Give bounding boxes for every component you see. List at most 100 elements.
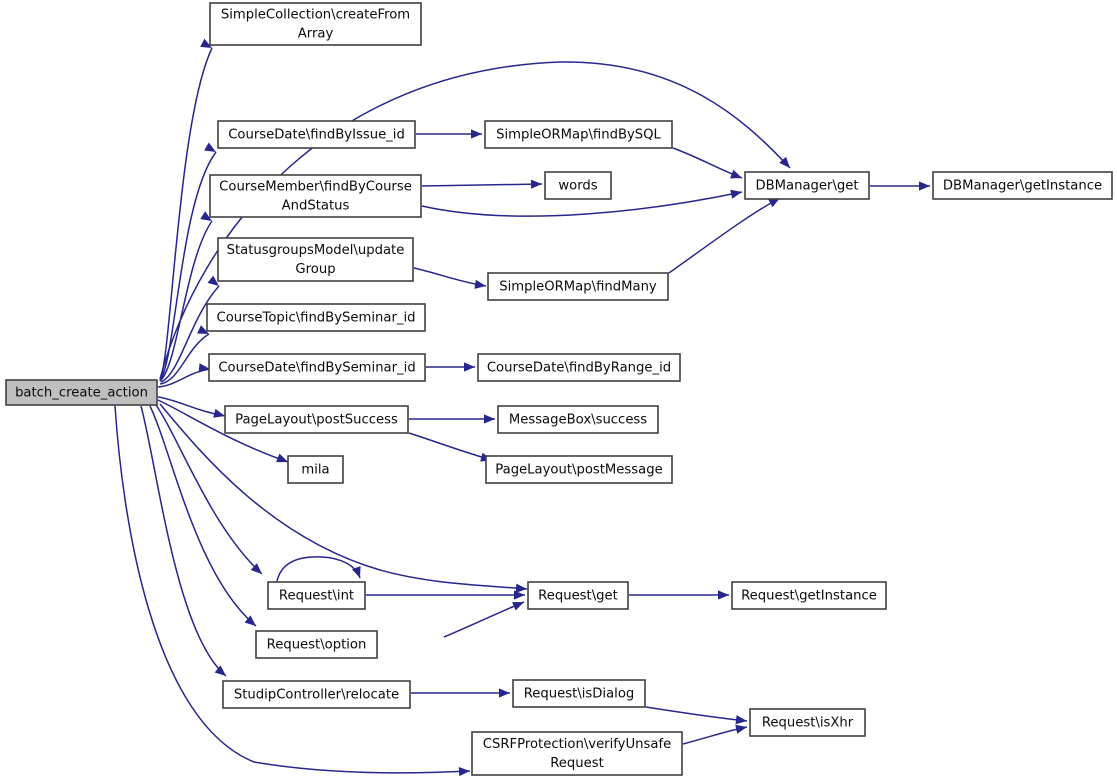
node-box[interactable] — [749, 708, 866, 737]
arrowhead-icon — [718, 590, 729, 600]
node-box[interactable] — [497, 405, 659, 434]
node-box[interactable] — [477, 353, 681, 382]
edge-batch_create_action-to-mila — [157, 399, 289, 463]
node-mila[interactable]: mila — [287, 455, 344, 484]
edge-batch_create_action-to-coursedate_findbyissue_id — [159, 142, 217, 382]
arrowhead-icon — [730, 169, 742, 179]
arrowhead-icon — [515, 583, 527, 593]
node-box[interactable] — [544, 171, 612, 200]
edge-request_get-to-request_getinstance — [629, 590, 729, 600]
edge-line — [155, 404, 263, 575]
edge-simpleormap_findbysql-to-dbmanager_get — [672, 147, 743, 179]
node-box[interactable] — [932, 171, 1113, 200]
node-box[interactable] — [209, 174, 422, 218]
node-batch_create_action[interactable]: batch_create_action — [5, 379, 158, 406]
arrowhead-icon — [204, 142, 216, 152]
edge-line — [159, 61, 791, 380]
node-coursedate_findbyrange_id[interactable]: CourseDate\findByRange_id — [477, 353, 681, 382]
arrowhead-icon — [213, 408, 225, 418]
node-box[interactable] — [485, 455, 673, 484]
arrowhead-icon — [200, 211, 212, 221]
arrowhead-icon — [464, 362, 475, 372]
edge-line — [276, 556, 361, 582]
edge-request_int-to-request_int — [276, 556, 361, 582]
edge-line — [413, 267, 487, 287]
nodes-layer: batch_create_action SimpleCollection\crea… — [5, 2, 1113, 776]
edge-pagelayout_postsuccess-to-pagelayout_postmessage — [408, 432, 493, 462]
edge-line — [668, 197, 781, 274]
edge-batch_create_action-to-request_option — [149, 405, 257, 627]
node-simpleormap_findmany[interactable]: SimpleORMap\findMany — [487, 272, 669, 301]
arrowhead-icon — [474, 279, 486, 289]
node-messagebox_success[interactable]: MessageBox\success — [497, 405, 659, 434]
arrowhead-icon — [768, 198, 780, 208]
edge-line — [140, 405, 227, 677]
arrowhead-icon — [250, 563, 262, 574]
edge-simpleormap_findmany-to-dbmanager_get — [668, 197, 781, 274]
node-box[interactable] — [208, 353, 426, 382]
edge-line — [159, 333, 210, 385]
arrowhead-icon — [214, 665, 226, 676]
node-pagelayout_postsuccess[interactable]: PageLayout\postSuccess — [224, 405, 409, 434]
edge-line — [443, 601, 525, 638]
node-box[interactable] — [255, 630, 378, 659]
arrowhead-icon — [197, 325, 209, 334]
node-request_isdialog[interactable]: Request\isDialog — [512, 679, 646, 708]
node-box[interactable] — [487, 272, 669, 301]
node-box[interactable] — [217, 237, 414, 282]
node-coursedate_findbyseminar_id[interactable]: CourseDate\findBySeminar_id — [208, 353, 426, 382]
node-simpleormap_findbysql[interactable]: SimpleORMap\findBySQL — [484, 120, 673, 149]
node-request_int[interactable]: Request\int — [267, 581, 366, 610]
node-box[interactable] — [287, 455, 344, 484]
node-words[interactable]: words — [544, 171, 612, 200]
node-coursetopic_findbyseminar_id[interactable]: CourseTopic\findBySeminar_id — [206, 303, 426, 332]
node-request_option[interactable]: Request\option — [255, 630, 378, 659]
arrowhead-icon — [735, 724, 747, 734]
node-box[interactable] — [527, 581, 629, 610]
edge-statusgroupsmodel_updategroup-to-simpleormap_findmany — [413, 267, 487, 289]
edge-line — [114, 405, 471, 774]
node-request_get[interactable]: Request\get — [527, 581, 629, 610]
edge-request_isdialog-to-request_isxhr — [645, 706, 748, 725]
arrowhead-icon — [512, 602, 524, 611]
node-box[interactable] — [224, 405, 409, 434]
node-box[interactable] — [512, 679, 646, 708]
edge-request_option-to-request_get — [443, 601, 525, 638]
node-box[interactable] — [731, 581, 887, 610]
node-box[interactable] — [206, 303, 426, 332]
node-dbmanager_get[interactable]: DBManager\get — [744, 171, 870, 200]
arrowhead-icon — [514, 590, 525, 600]
node-box-current[interactable] — [5, 379, 158, 406]
arrowhead-icon — [779, 156, 790, 168]
edge-dbmanager_get-to-dbmanager_getinstance — [870, 181, 930, 191]
node-box[interactable] — [222, 680, 411, 709]
arrowhead-icon — [244, 615, 256, 626]
arrowhead-icon — [458, 766, 470, 777]
edge-line — [421, 191, 743, 217]
node-pagelayout_postmessage[interactable]: PageLayout\postMessage — [485, 455, 673, 484]
edge-batch_create_action-to-statusgroupsmodel_updategroup — [160, 275, 220, 383]
arrowhead-icon — [276, 453, 288, 463]
edge-line — [159, 47, 213, 382]
edge-batch_create_action-to-csrfprotection_verifyunsaferequest — [114, 405, 471, 777]
node-box[interactable] — [209, 2, 422, 46]
node-dbmanager_getinstance[interactable]: DBManager\getInstance — [932, 171, 1113, 200]
arrowhead-icon — [200, 38, 212, 48]
node-box[interactable] — [471, 731, 683, 776]
node-request_isxhr[interactable]: Request\isXhr — [749, 708, 866, 737]
node-studipcontroller_relocate[interactable]: StudipController\relocate — [222, 680, 411, 709]
edge-batch_create_action-to-request_get — [159, 403, 528, 593]
node-coursedate_findbyissue_id[interactable]: CourseDate\findByIssue_id — [217, 120, 416, 149]
node-box[interactable] — [484, 120, 673, 149]
node-box[interactable] — [744, 171, 870, 200]
node-request_getinstance[interactable]: Request\getInstance — [731, 581, 887, 610]
edge-studipcontroller_relocate-to-request_isdialog — [411, 688, 510, 698]
edge-request_int-to-request_get — [366, 590, 525, 600]
node-box[interactable] — [217, 120, 416, 149]
node-box[interactable] — [267, 581, 366, 610]
